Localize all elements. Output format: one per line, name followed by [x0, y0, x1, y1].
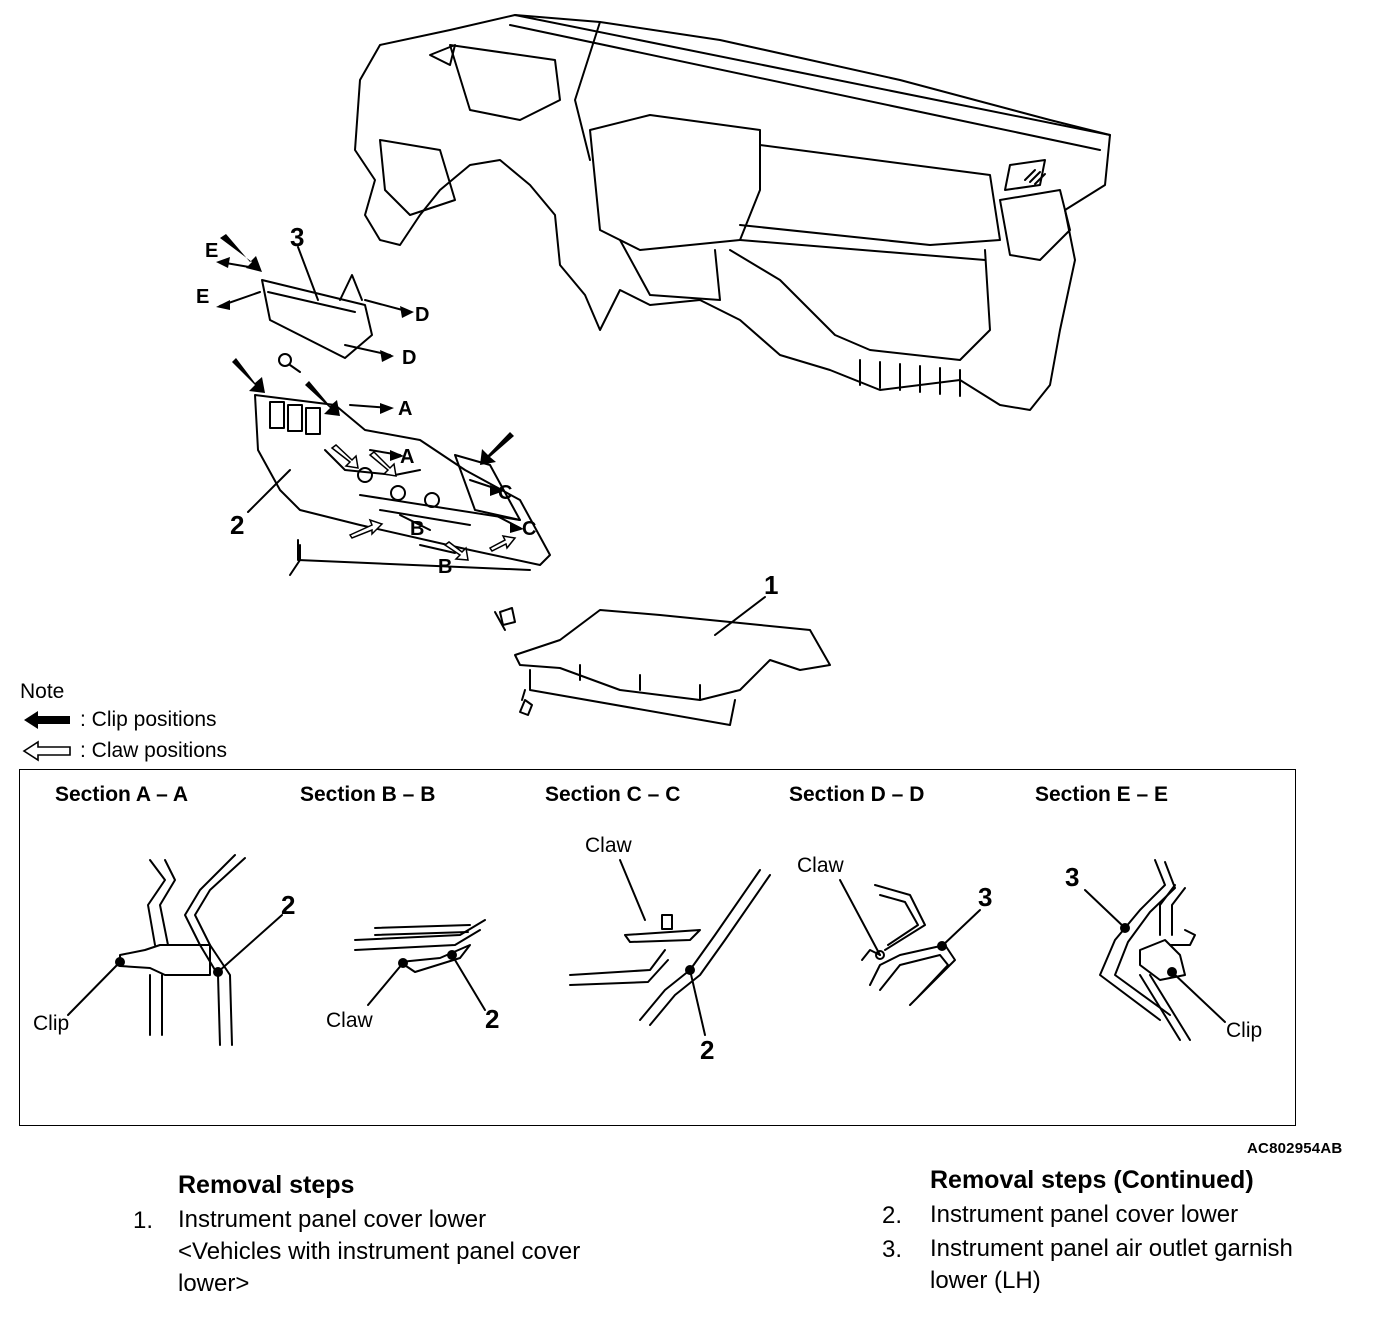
- section-c-claw-label: Claw: [585, 834, 632, 857]
- section-e-clip-label: Clip: [1226, 1019, 1263, 1042]
- clip-arrows: [216, 234, 524, 533]
- section-views-panel: [19, 769, 1296, 1126]
- section-d-claw-label: Claw: [797, 854, 844, 877]
- section-d-title: Section D – D: [789, 783, 925, 806]
- callout-3: 3: [290, 222, 305, 252]
- removal-steps-continued-heading: Removal steps (Continued): [930, 1166, 1254, 1194]
- section-d-drawing: [839, 879, 981, 1006]
- section-a-clip-label: Clip: [33, 1012, 70, 1035]
- view-label-e-upper: E: [205, 240, 219, 262]
- section-b-drawing: [354, 919, 486, 1011]
- instrument-panel-cover-lower: [254, 394, 551, 576]
- view-label-b-lower: B: [438, 556, 453, 578]
- step-line: lower (LH): [930, 1267, 1041, 1294]
- view-label-c-lower: C: [522, 518, 537, 540]
- removal-step-number: 3.: [882, 1236, 903, 1263]
- figure-code: AC802954AB: [1247, 1140, 1343, 1157]
- removal-step-number: 1.: [133, 1207, 154, 1234]
- view-label-a-lower: A: [400, 446, 415, 468]
- hollow-arrow-icon: [22, 740, 71, 762]
- removal-step-text: Instrument panel cover lower <Vehicles w…: [178, 1204, 580, 1300]
- section-b-claw-label: Claw: [326, 1009, 373, 1032]
- section-c-drawing: [569, 859, 771, 1036]
- legend-clip-text: : Clip positions: [80, 708, 217, 731]
- legend-clip-row: : Clip positions: [22, 708, 217, 732]
- legend-claw-row: : Claw positions: [22, 739, 227, 763]
- instrument-panel-cover-lower-1: [494, 609, 831, 726]
- removal-step-number: 2.: [882, 1202, 903, 1229]
- step-line: Instrument panel air outlet garnish: [930, 1235, 1293, 1262]
- view-label-d-upper: D: [415, 304, 430, 326]
- section-b-part-label: 2: [485, 1004, 500, 1034]
- air-outlet-garnish-lower: [261, 274, 373, 373]
- step-line: Instrument panel cover lower: [178, 1206, 487, 1233]
- section-c-part-label: 2: [700, 1035, 715, 1065]
- section-a-drawing: [67, 854, 283, 1046]
- view-label-e-lower: E: [196, 286, 210, 308]
- section-e-drawing: [1084, 859, 1226, 1041]
- callout-1: 1: [764, 570, 779, 600]
- view-label-b-upper: B: [410, 518, 425, 540]
- section-a-title: Section A – A: [55, 783, 189, 806]
- section-c-title: Section C – C: [545, 783, 681, 806]
- step-line: <Vehicles with instrument panel cover: [178, 1238, 581, 1265]
- step-line: Instrument panel cover lower: [930, 1201, 1239, 1228]
- screw-icon: [499, 607, 533, 716]
- removal-step-text: Instrument panel cover lower: [930, 1199, 1238, 1231]
- view-label-a-upper: A: [398, 398, 413, 420]
- section-e-part-label: 3: [1065, 862, 1080, 892]
- removal-step-text: Instrument panel air outlet garnish lowe…: [930, 1233, 1293, 1297]
- view-label-d-lower: D: [402, 347, 417, 369]
- section-e-title: Section E – E: [1035, 783, 1169, 806]
- section-b-title: Section B – B: [300, 783, 436, 806]
- section-d-part-label: 3: [978, 882, 993, 912]
- removal-steps-heading: Removal steps: [178, 1171, 355, 1199]
- instrument-panel-body: [354, 14, 1111, 411]
- section-a-part-label: 2: [281, 890, 296, 920]
- solid-arrow-icon: [24, 711, 70, 729]
- legend-title: Note: [20, 680, 65, 703]
- callout-2: 2: [230, 510, 245, 540]
- step-line: lower>: [178, 1270, 250, 1297]
- view-label-c-upper: C: [498, 482, 513, 504]
- claw-arrows: [330, 444, 517, 561]
- legend-claw-text: : Claw positions: [80, 739, 228, 762]
